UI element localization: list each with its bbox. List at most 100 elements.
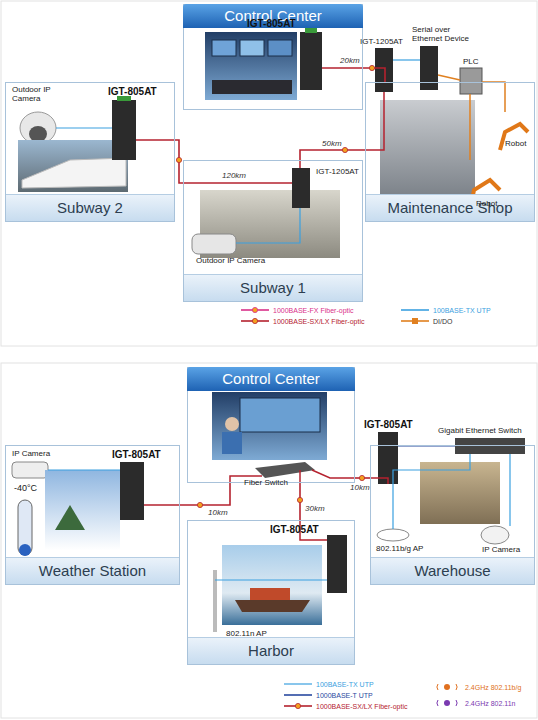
dido-wire [438, 75, 460, 80]
part-label: 802.11b/g AP [376, 545, 423, 554]
legend-text: 2.4GHz 802.11b/g [465, 684, 521, 691]
igt-device [378, 432, 398, 484]
legend-entry: 100BASE-TX UTP [400, 305, 491, 315]
igt-device [375, 48, 393, 92]
wireless-ap [377, 529, 409, 541]
location-box: Warehouse [370, 445, 535, 585]
legend-sample [240, 316, 270, 326]
plc [460, 68, 482, 94]
legend-line [284, 683, 312, 685]
box-title: Maintenance Shop [366, 194, 534, 221]
device-label: IGT-805AT [364, 419, 413, 430]
harbor-photo [222, 545, 322, 625]
legend-text: 100BASE-TX UTP [316, 681, 374, 688]
link-marker [342, 147, 347, 152]
legend-entry: 1000BASE-T UTP [283, 690, 373, 700]
legend-entry: 2.4GHz 802.11n [432, 698, 515, 708]
part-label: IGT-1205AT [316, 168, 359, 177]
fiber-wire [136, 139, 175, 141]
distance-label: 10km [350, 483, 370, 492]
device-top [305, 28, 317, 33]
train [22, 158, 126, 188]
igt-device [292, 168, 310, 208]
factory-photo [380, 100, 475, 195]
monitor [240, 40, 264, 56]
device-label: IGT-805AT [108, 86, 157, 97]
ip-camera [192, 234, 236, 254]
utp-wire [236, 208, 300, 243]
utp-wire [56, 127, 112, 128]
thermometer-bulb [19, 544, 31, 556]
legend-entry: 1000BASE-FX Fiber-optic [240, 305, 354, 315]
location-box: Subway 2 [5, 82, 175, 222]
box-title: Weather Station [6, 557, 179, 584]
legend-line [401, 309, 429, 311]
dome-camera [481, 526, 509, 544]
wifi-arc [456, 684, 457, 690]
legend-square [412, 318, 418, 324]
fiber-wire [144, 504, 180, 506]
distance-label: 10km [208, 508, 228, 517]
box-title: Subway 1 [184, 274, 362, 301]
train-photo [18, 140, 128, 192]
legend-text: 1000BASE-SX/LX Fiber-optic [273, 318, 364, 325]
utp-wire [393, 454, 470, 529]
control-room-photo [205, 32, 297, 100]
monitor [212, 40, 236, 56]
legend-dot [295, 703, 300, 708]
igt-device [120, 462, 144, 520]
fiber-link [175, 140, 183, 183]
distance-label: 50km [322, 139, 342, 148]
location-box: Control Center [187, 367, 355, 483]
part-label: Gigabit Ethernet Switch [438, 427, 522, 436]
part-label: IP Camera [482, 546, 520, 555]
box-title: Subway 2 [6, 194, 174, 221]
ip-camera [20, 112, 56, 144]
dido-wire [469, 94, 471, 160]
location-box: Harbor [187, 520, 355, 665]
utp-wire [509, 454, 510, 526]
legend-entry: DI/DO [400, 316, 452, 326]
part-label: Serial over Ethernet Device [412, 26, 476, 44]
location-box: Maintenance Shop [365, 82, 535, 222]
wifi-dot [444, 684, 450, 690]
part-label: Outdoor IP Camera [12, 86, 72, 104]
device-label: IGT-805AT [247, 18, 296, 29]
gigabit-switch [455, 438, 525, 454]
location-box: Weather Station [5, 445, 180, 585]
wifi-dot [444, 700, 450, 706]
legend-sample [400, 305, 430, 315]
legend-line [284, 694, 312, 696]
part-label: IP Camera [12, 450, 50, 459]
utp-wire [48, 469, 120, 470]
link-marker [197, 502, 202, 507]
legend-sample [432, 698, 462, 708]
legend-entry: 1000BASE-SX/LX Fiber-optic [283, 701, 407, 711]
part-label: -40°C [14, 484, 37, 494]
part-label: Outdoor IP Camera [196, 257, 265, 266]
video-wall [240, 398, 320, 432]
serial-device [420, 46, 438, 90]
legend-text: 1000BASE-T UTP [316, 692, 373, 699]
containers [250, 588, 290, 600]
utp-wire [393, 59, 420, 60]
legend-entry: 2.4GHz 802.11b/g [432, 682, 521, 692]
operator [222, 432, 242, 454]
igt-device [300, 32, 322, 90]
box-title: Warehouse [371, 557, 534, 584]
legend-sample [283, 679, 313, 689]
link-marker [359, 475, 364, 480]
fiber-wire [365, 92, 384, 150]
legend-entry: 1000BASE-SX/LX Fiber-optic [240, 316, 364, 326]
legend-sample [283, 690, 313, 700]
legend-text: 100BASE-TX UTP [433, 307, 491, 314]
fiber-wire [183, 182, 292, 184]
distance-label: 120km [222, 171, 246, 180]
part-label: 802.11n AP [226, 630, 267, 639]
ip-camera [12, 462, 48, 478]
legend-entry: 100BASE-TX UTP [283, 679, 374, 689]
fiber-link [180, 483, 230, 505]
control-room-photo [212, 392, 327, 460]
